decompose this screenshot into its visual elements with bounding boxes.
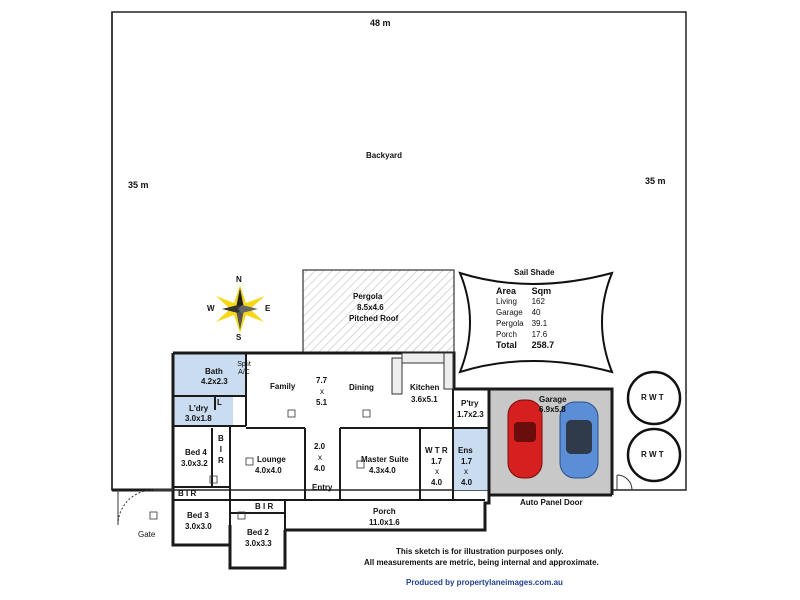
split-ac-label: Split A/C [237, 361, 251, 376]
plot-left-depth-label: 35 m [128, 180, 149, 190]
sail-shade-title: Sail Shade [514, 268, 555, 277]
family-size-x: x [320, 387, 324, 396]
table-row: Pergola 39.1 [492, 318, 558, 329]
compass-rose [216, 285, 265, 333]
kitchen-size: 3.6x5.1 [411, 395, 438, 404]
wtr-b: 4.0 [431, 478, 443, 487]
gate [117, 488, 173, 526]
total-sqm: 258.7 [531, 340, 555, 350]
porch-size: 11.0x1.6 [369, 518, 400, 527]
entry-label: Entry [312, 483, 333, 492]
ens-x: x [464, 467, 468, 476]
hall-x: x [318, 453, 322, 462]
ens-b: 4.0 [461, 478, 473, 487]
row-sqm: 40 [531, 308, 541, 317]
pergola-name: Pergola [353, 292, 383, 301]
disclaimer-line2: All measurements are metric, being inter… [364, 558, 599, 567]
table-row: Living 162 [492, 296, 558, 307]
bed2-name: Bed 2 [247, 528, 269, 537]
master-size: 4.3x4.0 [369, 466, 396, 475]
bir-vertical: B I R [218, 434, 224, 465]
row-area: Porch [496, 330, 517, 339]
bed3-name: Bed 3 [187, 511, 209, 520]
garage-side-door [616, 474, 633, 491]
sail-shade-shape [458, 271, 614, 374]
ens-name: Ens [458, 446, 473, 455]
area-table: Area Sqm Living 162 Garage 40 Pergola 39.1 P… [492, 286, 558, 351]
laundry-l: L [217, 398, 222, 407]
bath-name: Bath [205, 367, 223, 376]
garage-size: 6.9x5.8 [539, 405, 566, 414]
total-area: Total [496, 340, 517, 350]
row-sqm: 39.1 [531, 319, 548, 328]
backyard-label: Backyard [366, 151, 403, 160]
dining-name: Dining [349, 383, 374, 392]
hall-a: 2.0 [314, 442, 326, 451]
pergola-size: 8.5x4.6 [357, 303, 384, 312]
rwt-label-1: R W T [641, 393, 664, 402]
compass-s: S [236, 333, 242, 342]
wet-laundry [173, 396, 233, 426]
sqm-header: Sqm [531, 286, 552, 296]
row-area: Living [496, 297, 517, 306]
wet-ensuite [453, 428, 489, 490]
plot-width-label: 48 m [370, 18, 391, 28]
bed2-size: 3.0x3.3 [245, 539, 272, 548]
table-row-total: Total 258.7 [492, 340, 558, 351]
credit-label: Produced by propertylaneimages.com.au [406, 578, 563, 587]
row-sqm: 17.6 [531, 330, 548, 339]
car-red [507, 399, 543, 479]
wet-pantry [453, 389, 489, 428]
wet-bath [173, 353, 246, 396]
lounge-name: Lounge [257, 455, 286, 464]
laundry-size: 3.0x1.8 [185, 414, 212, 423]
pergola-note: Pitched Roof [349, 314, 399, 323]
lounge-size: 4.0x4.0 [255, 466, 282, 475]
pantry-name: P'try [461, 399, 479, 408]
family-size-a: 7.7 [316, 376, 328, 385]
smoke-detectors [149, 409, 371, 520]
garage-name: Garage [539, 395, 567, 404]
compass-n: N [236, 275, 242, 284]
auto-door-label: Auto Panel Door [520, 498, 583, 507]
rwt-tank-2 [626, 427, 682, 483]
ens-a: 1.7 [461, 457, 473, 466]
bath-size: 4.2x2.3 [201, 377, 228, 386]
plot-right-depth-label: 35 m [645, 176, 666, 186]
car-blue [559, 401, 599, 479]
kitchen-name: Kitchen [410, 383, 440, 392]
kitchen-counters [391, 352, 454, 395]
row-area: Garage [496, 308, 523, 317]
area-header: Area [496, 286, 517, 296]
row-sqm: 162 [531, 297, 545, 306]
disclaimer-line1: This sketch is for illustration purposes… [396, 547, 564, 556]
table-row: Porch 17.6 [492, 329, 558, 340]
bed4-name: Bed 4 [185, 448, 207, 457]
bir-1: B I R [178, 489, 197, 498]
family-size-b: 5.1 [316, 398, 328, 407]
pantry-size: 1.7x2.3 [457, 410, 484, 419]
family-name: Family [270, 382, 296, 391]
rwt-label-2: R W T [641, 450, 664, 459]
master-name: Master Suite [361, 455, 409, 464]
table-row: Garage 40 [492, 307, 558, 318]
rwt-tank-1 [626, 370, 682, 426]
interior-walls [173, 353, 489, 545]
bir-2: B I R [255, 502, 274, 511]
compass-e: E [265, 304, 271, 313]
porch-name: Porch [373, 507, 396, 516]
pergola-area [302, 269, 455, 354]
gate-label: Gate [138, 530, 156, 539]
row-area: Pergola [496, 319, 524, 328]
wtr-x: x [435, 467, 439, 476]
compass-w: W [207, 304, 215, 313]
wtr-name: W T R [425, 446, 448, 455]
wtr-a: 1.7 [431, 457, 443, 466]
laundry-name: L'dry [189, 404, 209, 413]
bed3-size: 3.0x3.0 [185, 522, 212, 531]
bed4-size: 3.0x3.2 [181, 459, 208, 468]
hall-b: 4.0 [314, 464, 326, 473]
